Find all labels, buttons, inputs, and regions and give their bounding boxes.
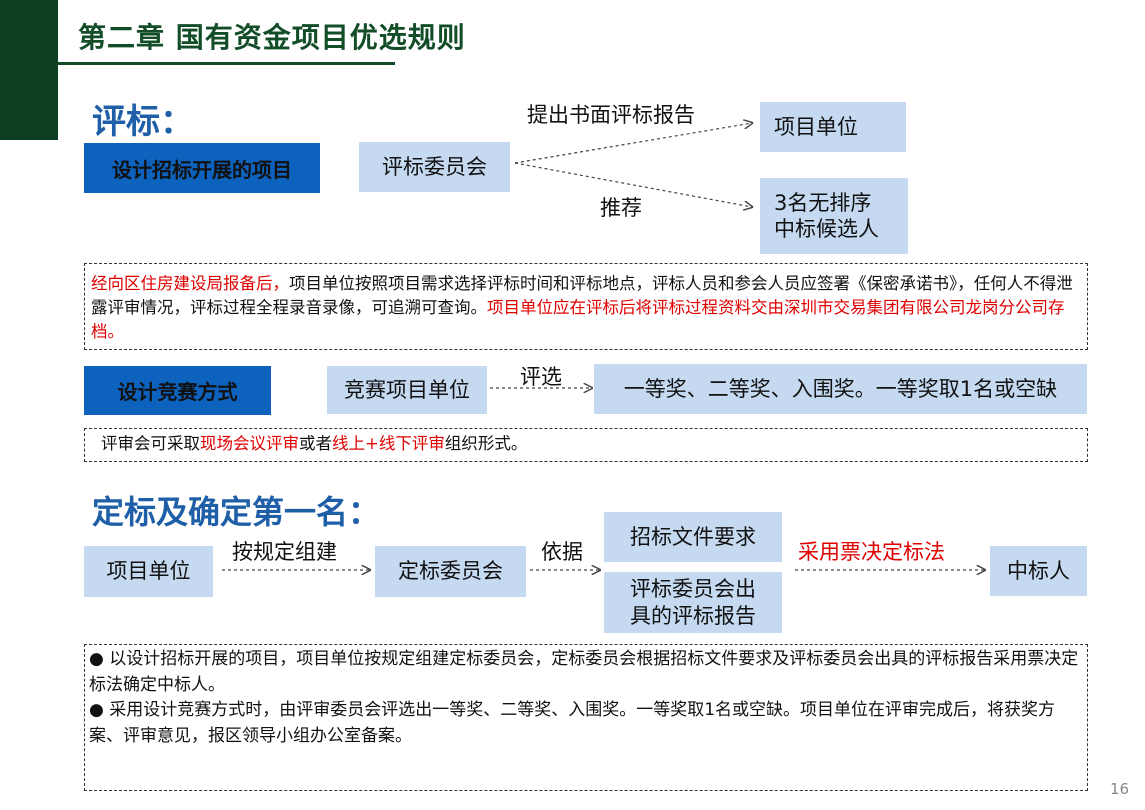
label-report: 提出书面评标报告 — [527, 103, 695, 127]
section-heading-award: 定标及确定第一名： — [92, 493, 381, 531]
report-line1: 评标委员会出 — [630, 577, 756, 602]
box-contest-unit: 竞赛项目单位 — [327, 366, 487, 414]
box-award-committee: 定标委员会 — [375, 546, 526, 597]
tag-design-tender: 设计招标开展的项目 — [84, 143, 320, 193]
report-line2: 具的评标报告 — [630, 603, 756, 628]
note-red-2: 项目单位应在评标后将评标过程资料交由深圳市交易集团有限公司龙岗分公司存档。 — [91, 297, 1065, 341]
label-vote-method: 采用票决定标法 — [798, 540, 945, 564]
note-red-1: 经向区住房建设局报备后， — [91, 274, 289, 293]
box-evaluation-committee: 评标委员会 — [359, 142, 510, 192]
arrow-report — [514, 123, 752, 164]
box-project-unit-2: 项目单位 — [84, 546, 213, 597]
bullet-2: ● 采用设计竞赛方式时，由评审委员会评选出一等奖、二等奖、入围奖。一等奖取1名或… — [89, 700, 1056, 746]
note2-a: 评审会可采取 — [101, 434, 200, 453]
note2-b: 现场会议评审 — [200, 434, 299, 453]
label-form: 按规定组建 — [232, 540, 337, 564]
note2-d: 线上+线下评审 — [332, 434, 445, 453]
note2-c: 或者 — [299, 434, 332, 453]
page-title: 第二章 国有资金项目优选规则 — [78, 21, 466, 54]
candidates-line1: 3名无排序 — [774, 190, 872, 215]
box-winner: 中标人 — [990, 546, 1087, 596]
box-evaluation-report: 评标委员会出 具的评标报告 — [604, 572, 782, 633]
green-accent-block — [0, 0, 58, 140]
tag-design-contest: 设计竞赛方式 — [84, 366, 271, 415]
arrow-recommend — [514, 162, 752, 207]
note-text: 项目单位按照项目需求选择评标时间和评标地点，评标人员和参会人员应签署《保密承诺书… — [91, 274, 1073, 317]
note-evaluation: 经向区住房建设局报备后，项目单位按照项目需求选择评标时间和评标地点，评标人员和参… — [84, 263, 1088, 350]
box-project-unit: 项目单位 — [760, 102, 906, 152]
label-basis: 依据 — [541, 540, 583, 564]
label-select: 评选 — [520, 365, 562, 389]
title-underline — [58, 62, 395, 65]
box-candidates: 3名无排序 中标候选人 — [760, 178, 908, 254]
section-heading-evaluation: 评标： — [92, 102, 194, 142]
candidates-line2: 中标候选人 — [774, 217, 879, 241]
box-tender-docs: 招标文件要求 — [604, 512, 782, 562]
note2-e: 组织形式。 — [444, 434, 528, 453]
label-recommend: 推荐 — [600, 196, 642, 220]
note-award: ● 以设计招标开展的项目，项目单位按规定组建定标委员会，定标委员会根据招标文件要… — [84, 644, 1088, 791]
bullet-1: ● 以设计招标开展的项目，项目单位按规定组建定标委员会，定标委员会根据招标文件要… — [89, 649, 1079, 695]
note-contest: 评审会可采取现场会议评审或者线上+线下评审组织形式。 — [84, 428, 1088, 462]
box-awards: 一等奖、二等奖、入围奖。一等奖取1名或空缺 — [594, 364, 1087, 414]
page-number: 16 — [1110, 780, 1130, 798]
